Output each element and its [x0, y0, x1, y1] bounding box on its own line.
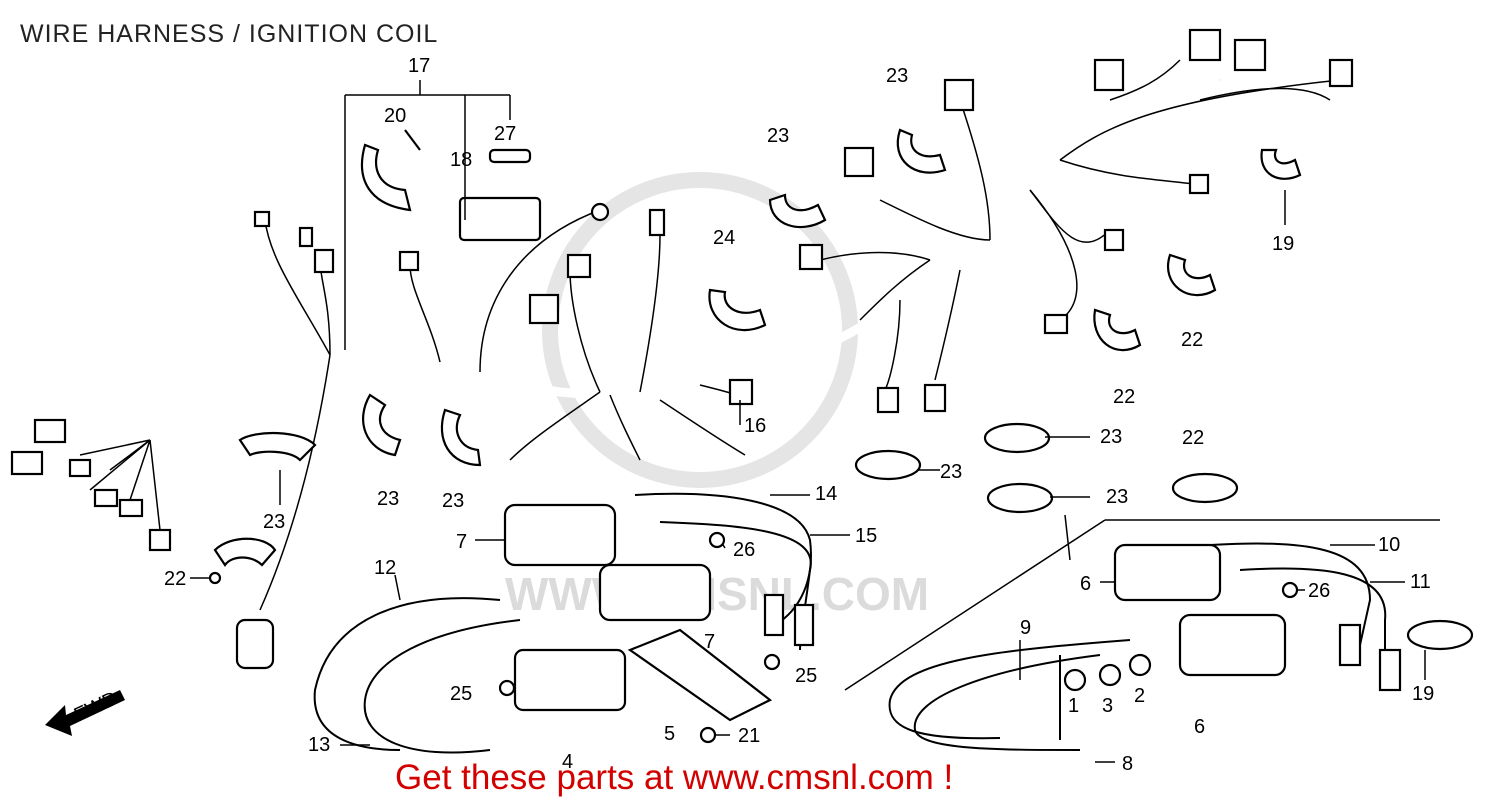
harness-connectors: [10, 28, 1354, 670]
part-label-23b: 23: [767, 125, 789, 147]
part-label-22d: 22: [1182, 427, 1204, 449]
part-label-20: 20: [384, 105, 406, 127]
callout-lines: [190, 80, 1440, 763]
part-label-4: 4: [562, 751, 573, 773]
part-label-7b: 7: [704, 631, 715, 653]
part-label-2: 2: [1134, 685, 1145, 707]
part-label-19a: 19: [1272, 233, 1294, 255]
part-label-26a: 26: [733, 539, 755, 561]
part-label-11: 11: [1410, 571, 1431, 593]
ignition-coils: [313, 492, 1402, 754]
fwd-label: FWD: [71, 687, 122, 726]
part-label-25b: 25: [795, 665, 817, 687]
part-number-labels: 1 2 3 4 5 6 6 7 7 8 9 10 11 12 13 14 15 …: [164, 55, 1434, 775]
watermark-text: WWW.CMSNL.COM: [505, 568, 929, 620]
part-label-14: 14: [815, 483, 837, 505]
main-wire-harness: [79, 59, 1341, 611]
part-label-5: 5: [664, 723, 675, 745]
part-label-22a: 22: [164, 568, 186, 590]
part-label-19b: 19: [1412, 683, 1434, 705]
part-label-18: 18: [450, 149, 472, 171]
part-label-23e: 23: [442, 490, 464, 512]
watermark-logo: WWW.CMSNL.COM: [505, 172, 929, 620]
part-label-9: 9: [1020, 617, 1031, 639]
part-label-10: 10: [1378, 534, 1400, 556]
part-label-23a: 23: [886, 65, 908, 87]
part-label-23g: 23: [940, 461, 962, 483]
part-label-23c: 23: [263, 511, 285, 533]
part-label-6b: 6: [1194, 716, 1205, 738]
fwd-arrow: FWD: [45, 687, 125, 736]
part-label-26b: 26: [1308, 580, 1330, 602]
part-label-7a: 7: [456, 531, 467, 553]
part-label-27: 27: [494, 123, 516, 145]
part-label-17: 17: [408, 55, 430, 77]
part-label-13: 13: [308, 734, 330, 756]
page-title: WIRE HARNESS / IGNITION COIL: [20, 20, 439, 48]
fasteners: [208, 531, 1299, 744]
part-label-3: 3: [1102, 695, 1113, 717]
part-label-1: 1: [1068, 695, 1079, 717]
part-label-23h: 23: [1106, 486, 1128, 508]
part-label-16: 16: [744, 415, 766, 437]
part-label-25a: 25: [450, 683, 472, 705]
part-label-6a: 6: [1080, 573, 1091, 595]
part-label-23d: 23: [377, 488, 399, 510]
part-label-24: 24: [713, 227, 735, 249]
part-label-15: 15: [855, 525, 877, 547]
part-label-8: 8: [1122, 753, 1133, 775]
part-label-21: 21: [738, 725, 760, 747]
part-label-23f: 23: [1100, 426, 1122, 448]
part-label-22c: 22: [1113, 386, 1135, 408]
harness-clamps: [213, 128, 1474, 651]
part-label-12: 12: [374, 557, 396, 579]
part-label-22b: 22: [1181, 329, 1203, 351]
footer-cta-link[interactable]: Get these parts at www.cmsnl.com !: [395, 758, 954, 797]
